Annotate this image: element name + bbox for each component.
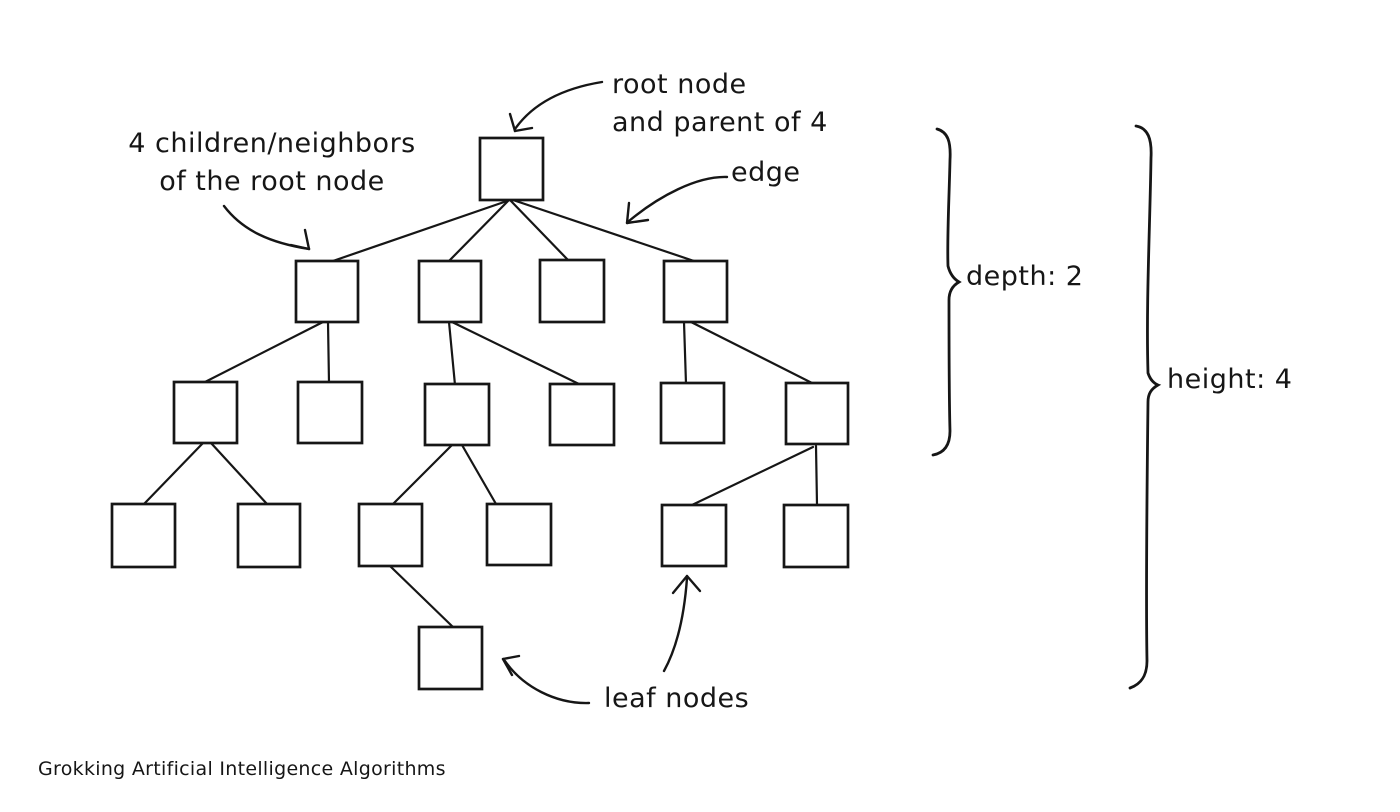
- depth-brace: [931, 127, 962, 457]
- tree-node-n1a: [294, 259, 360, 324]
- root-node-label-line2: and parent of 4: [612, 107, 828, 138]
- tree-edge-root-n1a: [328, 199, 509, 264]
- children-label-arrow-head-2: [289, 243, 311, 251]
- tree-edge-root-n1d: [511, 198, 696, 263]
- tree-node-n3e: [660, 503, 728, 568]
- edge-label-arrow: [627, 175, 729, 223]
- tree-node-n3c: [357, 502, 424, 568]
- tree-edge-n2f-n3e: [690, 445, 815, 507]
- tree-edge-n2a-n3b: [209, 441, 269, 506]
- edge-label-arrow-head-1: [625, 201, 631, 225]
- children-label-line2: of the root node: [159, 166, 385, 197]
- tree-node-n2c: [423, 382, 491, 447]
- root-label-arrow-head-1: [508, 112, 517, 133]
- tree-edge-n2c-n3d: [460, 443, 498, 506]
- tree-node-n1d: [662, 259, 729, 324]
- leaf-nodes-label: leaf nodes: [604, 683, 750, 714]
- children-label-arrow: [222, 204, 311, 251]
- tree-edge-n1a-n2b: [326, 320, 331, 385]
- tree-edge-n2c-n3c: [390, 443, 454, 507]
- tree-node-n2f: [784, 381, 850, 446]
- children-label: 4 children/neighbors of the root node: [116, 125, 428, 201]
- tree-edge-n1a-n2a: [201, 320, 325, 385]
- leaf-label-arrow-right: [662, 576, 689, 673]
- tree-node-n3f: [782, 503, 850, 569]
- tree-edge-n3c-n4a: [388, 564, 456, 630]
- root-node-label: root node and parent of 4: [612, 66, 828, 142]
- height-label: height: 4: [1167, 364, 1293, 395]
- children-label-arrow-head-1: [303, 228, 311, 251]
- tree-edge-n1b-n2c: [447, 320, 457, 387]
- depth-label: depth: 2: [966, 261, 1084, 292]
- tree-node-n3d: [485, 502, 553, 567]
- tree-node-n1b: [417, 259, 483, 324]
- tree-node-n3b: [236, 502, 302, 569]
- edge-label: edge: [731, 157, 801, 188]
- height-brace: [1128, 124, 1162, 690]
- tree-node-n2a: [172, 380, 239, 445]
- root-node-label-line1: root node: [612, 69, 747, 100]
- tree-edge-n1d-n2f: [689, 320, 816, 386]
- children-label-line1: 4 children/neighbors: [128, 128, 416, 159]
- tree-node-n2d: [548, 382, 616, 447]
- root-label-arrow-head-2: [513, 126, 534, 133]
- leaf-label-arrow-right-head-2: [685, 574, 702, 593]
- tree-edge-root-n1c: [508, 198, 570, 262]
- tree-node-n2e: [659, 381, 726, 445]
- tree-edge-n1b-n2d: [450, 320, 583, 387]
- tree-node-n3a: [110, 502, 177, 569]
- tree-edge-n1d-n2e: [682, 320, 688, 386]
- tree-edge-n2f-n3f: [814, 444, 819, 507]
- edge-label-arrow-head-2: [625, 218, 650, 225]
- tree-edge-root-n1b: [447, 199, 510, 263]
- tree-node-n2b: [296, 380, 364, 445]
- leaf-label-arrow-left-head-1: [501, 654, 521, 661]
- leaf-label-arrow-left: [503, 659, 591, 705]
- tree-node-root: [478, 136, 545, 202]
- leaf-label-arrow-right-head-1: [671, 574, 689, 595]
- tree-edge-n2a-n3a: [142, 441, 205, 506]
- tree-node-n4a: [417, 625, 484, 691]
- book-title-footer: Grokking Artificial Intelligence Algorit…: [38, 758, 446, 780]
- tree-node-n1c: [538, 258, 606, 324]
- leaf-label-arrow-left-head-2: [501, 657, 514, 677]
- root-label-arrow: [513, 80, 604, 131]
